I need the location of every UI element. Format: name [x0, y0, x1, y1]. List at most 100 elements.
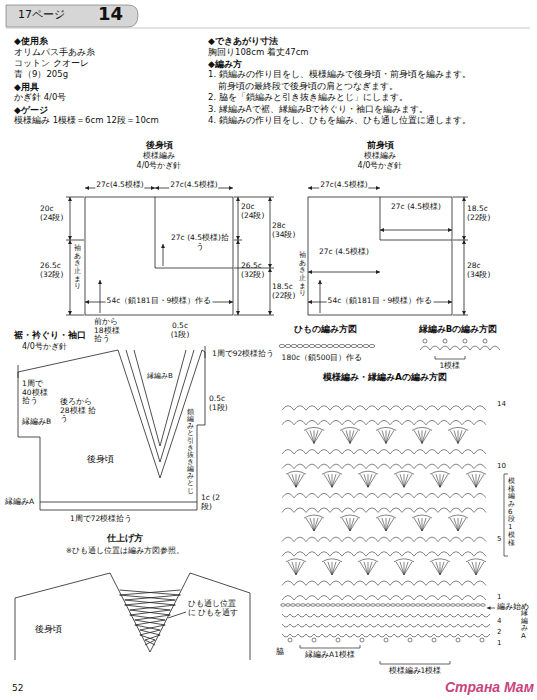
drawing-stroke	[458, 518, 466, 531]
drawing-stroke	[330, 420, 342, 425]
drawing-stroke	[482, 634, 490, 637]
drawing-stroke	[341, 604, 346, 607]
drawing-stroke	[431, 604, 436, 607]
drawing-stroke	[370, 614, 378, 617]
drawing-stroke	[288, 562, 296, 575]
drawing-stroke	[324, 562, 332, 575]
drawing-stroke	[282, 493, 294, 498]
drawing-stroke	[462, 508, 474, 513]
drawing-stroke	[322, 624, 330, 627]
label-text: ◆ゲージ	[14, 105, 48, 115]
drawing-stroke	[412, 515, 432, 518]
label-text: 袖あき止まり	[74, 245, 81, 291]
drawing-stroke	[462, 406, 474, 411]
drawing-stroke	[378, 508, 390, 513]
drawing-stroke	[120, 590, 181, 645]
drawing-stroke	[450, 406, 462, 411]
drawing-stroke	[282, 581, 294, 586]
drawing-stroke	[434, 624, 442, 627]
drawing-stroke	[306, 596, 318, 601]
label-text: 4/0号かぎ針	[137, 161, 182, 170]
label-text: 模様編み・縁編みAの編み方図	[323, 372, 447, 382]
drawing-stroke	[298, 614, 306, 617]
drawing-stroke	[402, 634, 410, 637]
label-text: 裾・衿ぐり・袖口	[14, 330, 86, 340]
drawing-stroke	[282, 464, 294, 469]
drawing-stroke	[464, 197, 465, 240]
drawing-stroke	[330, 552, 342, 557]
drawing-stroke	[410, 614, 418, 617]
label-text: 28c (34段)	[272, 222, 298, 239]
drawing-stroke	[474, 537, 486, 542]
drawing-stroke	[291, 344, 297, 347]
label-text: 4/0号かぎ針	[358, 161, 403, 170]
drawing-stroke	[402, 624, 410, 627]
drawing-stroke	[458, 518, 462, 531]
drawing-stroke	[378, 614, 386, 617]
label-text: 3. 縁編みAで裾、縁編みBで衿ぐり・袖口を編みます。	[208, 105, 428, 115]
drawing-stroke	[279, 344, 285, 347]
drawing-stroke	[440, 562, 448, 575]
drawing-stroke	[474, 552, 486, 557]
drawing-stroke	[330, 634, 338, 637]
drawing-stroke	[386, 518, 394, 531]
drawing-stroke	[288, 638, 292, 642]
drawing-stroke	[338, 614, 346, 617]
label-text: 縁編みB	[22, 418, 51, 427]
drawing-stroke	[342, 552, 354, 557]
drawing-stroke	[376, 604, 381, 607]
drawing-stroke	[18, 350, 118, 372]
drawing-stroke	[308, 197, 452, 315]
drawing-stroke	[306, 406, 318, 411]
drawing-stroke	[298, 624, 306, 627]
drawing-stroke	[440, 562, 444, 575]
drawing-stroke	[360, 474, 368, 487]
drawing-stroke	[270, 197, 271, 268]
label-text: 後身頃	[87, 455, 114, 465]
label-text: 1模様	[440, 362, 461, 371]
drawing-stroke	[426, 508, 438, 513]
drawing-stroke	[402, 596, 414, 601]
drawing-stroke	[402, 406, 414, 411]
label-text: かぎ針 4/0号	[14, 93, 66, 103]
drawing-stroke	[314, 624, 322, 627]
drawing-stroke	[292, 562, 296, 575]
drawing-stroke	[330, 464, 342, 469]
label-text: 縁編みA	[5, 498, 34, 507]
label-text: 後身頃	[35, 625, 62, 635]
drawing-stroke	[306, 518, 314, 531]
drawing-stroke	[394, 624, 402, 627]
label-text: 27c(4.5模様)	[169, 181, 218, 190]
drawing-stroke	[430, 559, 450, 562]
drawing-stroke	[462, 552, 474, 557]
drawing-stroke	[454, 518, 458, 531]
drawing-stroke	[390, 406, 402, 411]
drawing-stroke	[318, 596, 330, 601]
drawing-stroke	[368, 562, 376, 575]
drawing-stroke	[357, 344, 363, 347]
drawing-stroke	[474, 493, 486, 498]
drawing-stroke	[309, 344, 315, 347]
drawing-stroke	[350, 430, 358, 443]
drawing-stroke	[332, 562, 340, 575]
drawing-stroke	[342, 406, 354, 411]
drawing-stroke	[315, 344, 321, 347]
drawing-stroke	[438, 450, 450, 455]
drawing-stroke	[354, 406, 366, 411]
drawing-stroke	[336, 638, 340, 642]
drawing-stroke	[481, 604, 486, 607]
drawing-stroke	[296, 562, 300, 575]
drawing-stroke	[474, 596, 486, 601]
drawing-stroke	[342, 581, 354, 586]
label-text: 180c（鎖500目）作る	[282, 354, 363, 363]
drawing-stroke	[294, 464, 306, 469]
drawing-stroke	[476, 474, 484, 487]
drawing-stroke	[354, 420, 366, 425]
drawing-stroke	[468, 562, 476, 575]
drawing-stroke	[400, 562, 404, 575]
drawing-stroke	[330, 614, 338, 617]
drawing-stroke	[294, 537, 306, 542]
drawing-stroke	[468, 474, 476, 487]
drawing-stroke	[333, 344, 339, 347]
drawing-stroke	[443, 339, 447, 343]
